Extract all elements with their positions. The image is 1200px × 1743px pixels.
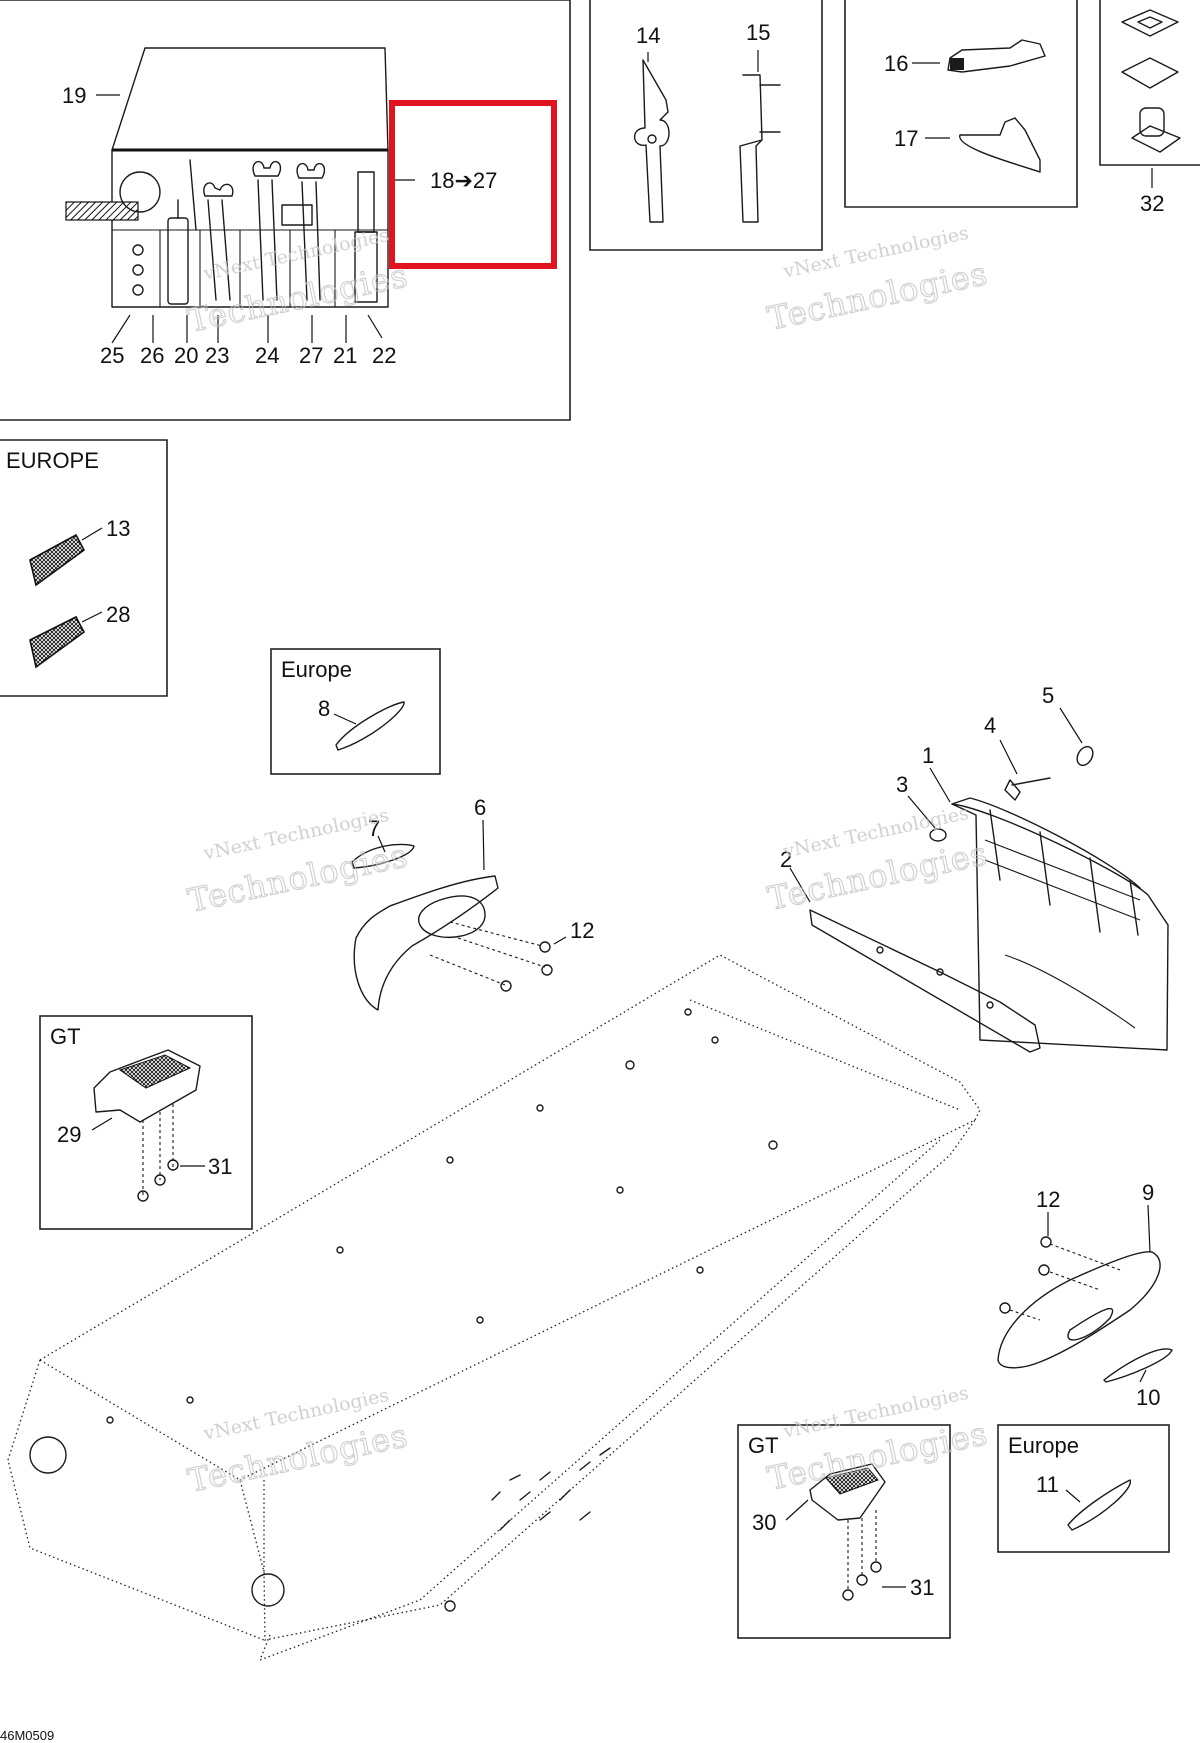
gt-29-box: GT 29 31	[39, 1015, 253, 1230]
callout-8: 8	[318, 696, 330, 721]
callout-32: 32	[1140, 191, 1164, 216]
callout-18-27: 18➔27	[430, 168, 497, 193]
drawing-code: 46M0509	[0, 1728, 54, 1743]
box-label-europe-8: Europe	[281, 657, 352, 682]
straps-panel: 16 17	[844, 0, 1078, 208]
gt-30-box: GT 30 31	[737, 1424, 951, 1639]
callout-14: 14	[636, 23, 660, 48]
rear-flap-assembly: 1 2 3 4 5	[780, 683, 1169, 1053]
callout-31-left: 31	[208, 1154, 232, 1179]
callout-15: 15	[746, 20, 770, 45]
tool-bag	[65, 47, 389, 308]
box-label-europe-11: Europe	[1008, 1433, 1079, 1458]
callout-12-left: 12	[570, 918, 594, 943]
box-label-gt-29: GT	[50, 1024, 81, 1049]
callout-19: 19	[62, 83, 86, 108]
tool-kit-panel: 19 18➔27 25 26 20 23 24 27 21 22	[0, 0, 571, 421]
callout-2: 2	[780, 847, 792, 872]
side-trim-right: 9 12 10	[997, 1180, 1173, 1410]
callout-3: 3	[896, 772, 908, 797]
callout-1: 1	[922, 743, 934, 768]
callout-7: 7	[368, 816, 380, 841]
tunnel	[7, 954, 981, 1662]
highlight-box	[389, 100, 557, 269]
callout-20: 20	[174, 343, 198, 368]
callout-25: 25	[100, 343, 124, 368]
europe-8-box: Europe 8	[270, 648, 441, 775]
callout-28: 28	[106, 602, 130, 627]
callout-9: 9	[1142, 1180, 1154, 1205]
callout-22: 22	[372, 343, 396, 368]
callout-26: 26	[140, 343, 164, 368]
box-label-europe: EUROPE	[6, 448, 99, 473]
callout-5: 5	[1042, 683, 1054, 708]
europe-11-box: Europe 11	[997, 1424, 1170, 1553]
callout-24: 24	[255, 343, 279, 368]
callout-17: 17	[894, 126, 918, 151]
box-label-gt-30: GT	[748, 1433, 779, 1458]
callout-27: 27	[299, 343, 323, 368]
callout-10: 10	[1136, 1385, 1160, 1410]
callout-21: 21	[333, 343, 357, 368]
watermarks: vNext Technologies Technologies vNext Te…	[184, 222, 992, 1500]
callout-12-right: 12	[1036, 1187, 1060, 1212]
callout-11: 11	[1036, 1472, 1059, 1497]
callout-13: 13	[106, 516, 130, 541]
europe-reflectors-panel: EUROPE 13 28	[0, 439, 168, 697]
brackets-panel: 14 15	[589, 0, 823, 251]
callout-29: 29	[57, 1122, 81, 1147]
callout-6: 6	[474, 795, 486, 820]
side-trim-left: 7 6 12	[351, 795, 594, 1011]
callout-4: 4	[984, 713, 996, 738]
callout-30: 30	[752, 1510, 776, 1535]
latch-panel: 32	[1099, 0, 1200, 216]
callout-16: 16	[884, 51, 908, 76]
callout-23: 23	[205, 343, 229, 368]
callout-31-right: 31	[910, 1575, 934, 1600]
